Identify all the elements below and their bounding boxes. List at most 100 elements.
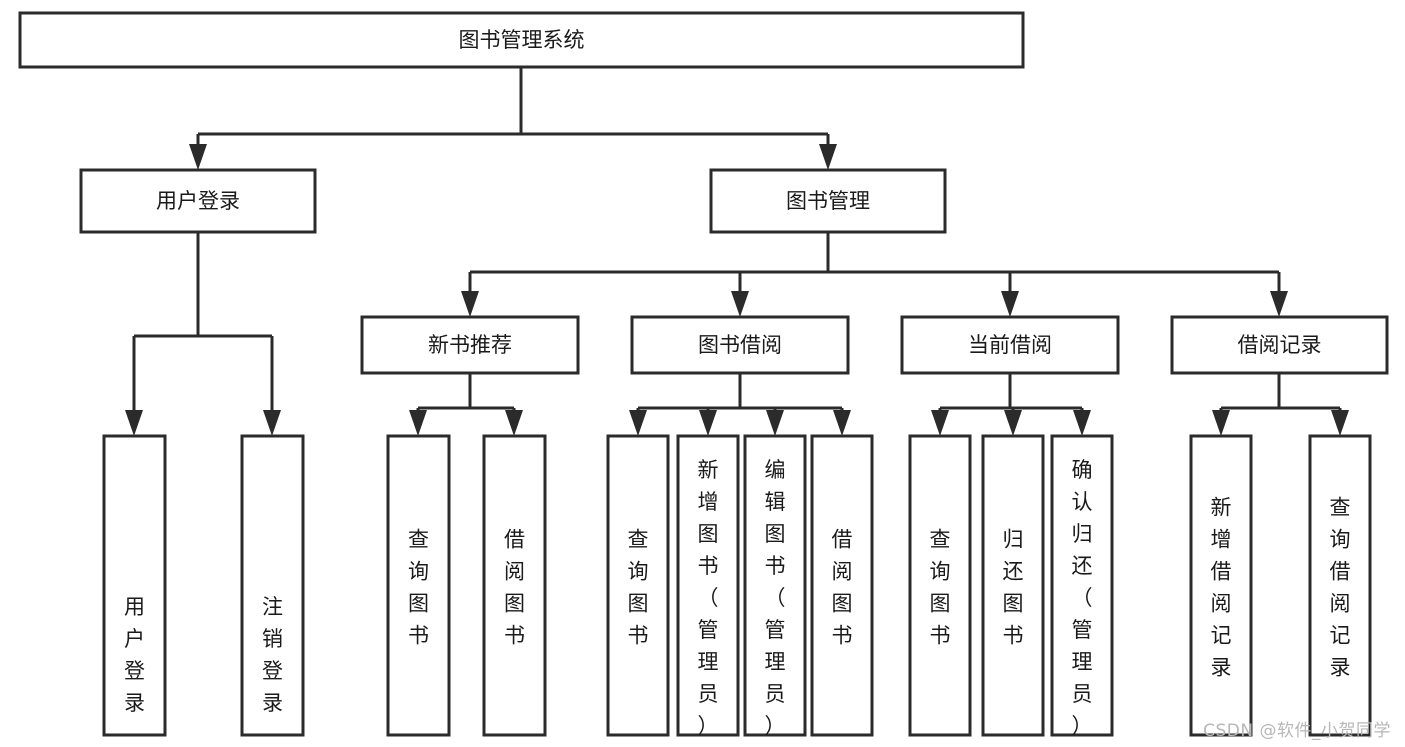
node-rect[interactable]	[908, 434, 972, 737]
label-char: 还	[1003, 559, 1024, 583]
node-label: 新书推荐	[428, 333, 512, 357]
label-char: 书	[504, 623, 525, 647]
node-rect[interactable]	[360, 315, 580, 375]
node-rect[interactable]	[743, 434, 807, 737]
node-rect[interactable]	[240, 434, 305, 737]
connector-group-borrowrecord-to-leaves	[1212, 373, 1349, 436]
label-char: 询	[1330, 527, 1351, 551]
connector-group-userlogin-to-leaves	[125, 232, 281, 436]
arrow-head-icon	[629, 410, 647, 436]
arrow-head-icon	[766, 410, 784, 436]
label-char: 新	[698, 458, 719, 482]
node-rect[interactable]	[606, 434, 670, 737]
label-char: 查	[930, 527, 951, 551]
label-char: 询	[628, 559, 649, 583]
node-label: 新增图书（管理员）	[698, 458, 719, 738]
node-leaf-leaf-edit-book[interactable]: 编辑图书（管理员）	[743, 434, 807, 738]
node-label: 图书借阅	[698, 333, 782, 357]
connector-group-root-to-level2	[189, 67, 837, 170]
node-level3-borrow-record[interactable]: 借阅记录	[1170, 315, 1389, 375]
node-leaf-leaf-query-borrow-record[interactable]: 查询借阅记录	[1308, 434, 1372, 737]
node-label: 确认归还（管理员）	[1072, 458, 1093, 738]
arrow-head-icon	[125, 410, 143, 436]
node-root-root[interactable]: 图书管理系统	[18, 11, 1025, 69]
label-char: 借	[504, 527, 525, 551]
arrow-head-icon	[263, 410, 281, 436]
label-char: 录	[124, 691, 145, 715]
label-char: 查	[408, 527, 429, 551]
label-char: 书	[1003, 623, 1024, 647]
label-char: 归	[1003, 527, 1024, 551]
node-rect[interactable]	[102, 434, 167, 737]
node-rect[interactable]	[1189, 434, 1253, 737]
node-rect[interactable]	[79, 168, 317, 234]
node-leaf-leaf-user-login[interactable]: 用户登录	[102, 434, 167, 737]
label-char: 图	[765, 522, 786, 546]
node-leaf-leaf-query-book-1[interactable]: 查询图书	[386, 434, 451, 737]
node-level2-book-management[interactable]: 图书管理	[709, 168, 947, 234]
node-rect[interactable]	[630, 315, 850, 375]
node-label: 借阅图书	[504, 527, 525, 647]
label-char: 增	[698, 490, 719, 514]
label-char: 登	[124, 659, 145, 683]
node-rect[interactable]	[482, 434, 547, 737]
node-rect[interactable]	[1050, 434, 1114, 737]
label-char: 归	[1072, 522, 1093, 546]
arrow-head-icon	[819, 144, 837, 170]
label-char: 登	[262, 659, 283, 683]
node-leaf-leaf-borrow-book-2[interactable]: 借阅图书	[810, 434, 874, 737]
node-rect[interactable]	[386, 434, 451, 737]
node-leaf-leaf-confirm-return[interactable]: 确认归还（管理员）	[1050, 434, 1114, 738]
label-char: 管	[698, 618, 719, 642]
label-char: 书	[930, 623, 951, 647]
label-char: 记	[1330, 623, 1351, 647]
node-leaf-leaf-add-book[interactable]: 新增图书（管理员）	[676, 434, 740, 738]
label-char: 图	[930, 591, 951, 615]
node-rect[interactable]	[18, 11, 1025, 69]
label-char: （	[698, 586, 719, 610]
node-rect[interactable]	[981, 434, 1045, 737]
label-char: 借	[1330, 559, 1351, 583]
connector-group-bookborrow-to-leaves	[629, 373, 851, 436]
label-char: 借	[832, 527, 853, 551]
label-char: 注	[262, 595, 283, 619]
arrow-head-icon	[1331, 410, 1349, 436]
node-level2-user-login[interactable]: 用户登录	[79, 168, 317, 234]
node-rect[interactable]	[709, 168, 947, 234]
node-rect[interactable]	[810, 434, 874, 737]
node-leaf-leaf-add-borrow-record[interactable]: 新增借阅记录	[1189, 434, 1253, 737]
label-char: 管	[1072, 618, 1093, 642]
node-level3-new-book-recommend[interactable]: 新书推荐	[360, 315, 580, 375]
label-char: 借	[1211, 559, 1232, 583]
label-char: 阅	[832, 559, 853, 583]
label-char: 书	[832, 623, 853, 647]
arrow-head-icon	[731, 291, 749, 317]
node-leaf-leaf-query-book-3[interactable]: 查询图书	[908, 434, 972, 737]
node-label: 查询图书	[408, 527, 429, 647]
arrow-head-icon	[1001, 291, 1019, 317]
label-char: 图	[832, 591, 853, 615]
arrow-head-icon	[699, 410, 717, 436]
node-leaf-leaf-query-book-2[interactable]: 查询图书	[606, 434, 670, 737]
node-leaf-leaf-borrow-book-1[interactable]: 借阅图书	[482, 434, 547, 737]
node-leaf-leaf-logout[interactable]: 注销登录	[240, 434, 305, 737]
node-label: 注销登录	[262, 595, 283, 715]
label-char: 户	[124, 627, 145, 651]
label-char: 询	[408, 559, 429, 583]
label-char: 书	[408, 623, 429, 647]
label-char: 员	[698, 682, 719, 706]
node-rect[interactable]	[1170, 315, 1389, 375]
node-leaf-leaf-return-book[interactable]: 归还图书	[981, 434, 1045, 737]
node-rect[interactable]	[900, 315, 1120, 375]
connector-group-newbook-to-leaves	[409, 373, 523, 436]
label-char: 阅	[504, 559, 525, 583]
label-char: 还	[1072, 554, 1093, 578]
node-level3-current-borrow[interactable]: 当前借阅	[900, 315, 1120, 375]
node-level3-book-borrow[interactable]: 图书借阅	[630, 315, 850, 375]
arrow-head-icon	[1212, 410, 1230, 436]
label-char: 阅	[1211, 591, 1232, 615]
node-rect[interactable]	[676, 434, 740, 737]
connectors-layer	[125, 67, 1349, 436]
node-rect[interactable]	[1308, 434, 1372, 737]
